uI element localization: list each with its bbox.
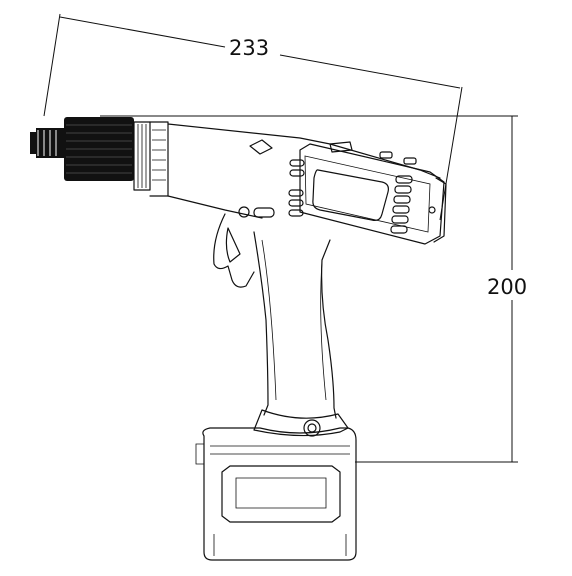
front-housing [149,121,169,197]
direction-switch [249,139,273,155]
head-unit [299,143,445,245]
body-bottom-front [167,195,263,219]
end-cap [433,177,447,243]
length-line-right [279,54,461,89]
nose-ring [133,121,151,191]
length-label: 233 [229,36,269,60]
display-window [312,169,389,221]
length-extension-right [439,86,463,221]
height-label: 200 [487,275,527,299]
length-dimension: 233 [43,13,463,221]
trigger-lock [253,207,275,218]
handle-front [253,231,269,416]
collet [30,117,134,181]
trigger-screw [238,206,250,218]
handle-back [321,239,337,419]
body-top [167,123,441,179]
battery-outline [202,427,357,561]
end-screw [428,206,436,214]
top-button [329,141,353,153]
trigger [225,227,241,263]
tool-body [133,121,447,437]
battery-collar [253,409,349,437]
height-dimension: 200 [100,115,527,463]
trigger-guard [213,213,255,288]
length-extension-left [43,13,61,117]
battery-pack [195,427,357,561]
right-vents [390,175,413,234]
length-line-left [59,16,226,48]
battery-label-panel [221,465,341,523]
battery-side-latch [195,443,205,465]
top-indicator-1 [379,151,393,159]
top-indicator-2 [403,157,417,165]
collet-end [30,132,38,154]
battery-release [303,419,321,437]
left-vents [288,159,305,217]
